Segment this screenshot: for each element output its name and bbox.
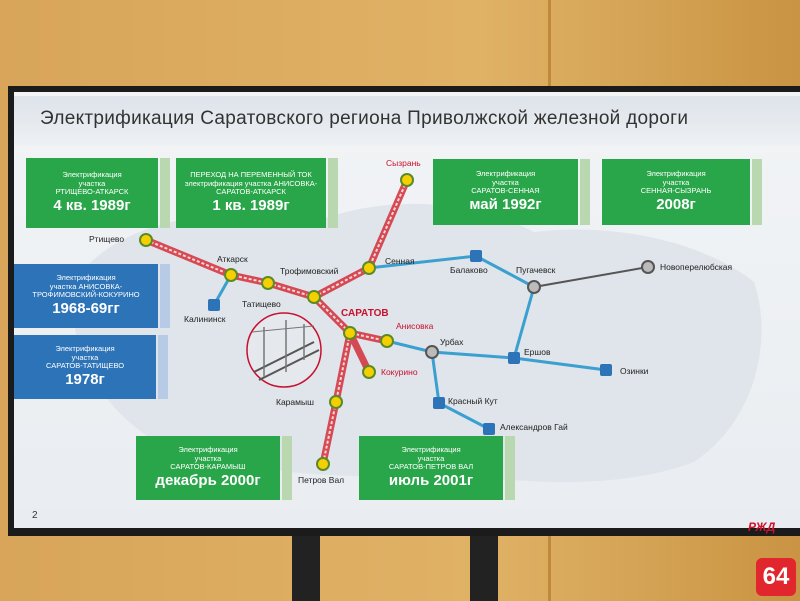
label-trofimovsky: Трофимовский <box>280 266 339 276</box>
info-box-saratov-sennaya: Электрификация участка САРАТОВ-СЕННАЯ ма… <box>433 159 590 225</box>
label-petrov-val: Петров Вал <box>298 475 345 485</box>
label-krasny-kut: Красный Кут <box>448 396 498 406</box>
label-kokurino: Кокурино <box>381 367 418 377</box>
info-box-sennaya-syzran: Электрификация участка СЕННАЯ-СЫЗРАНЬ 20… <box>602 159 762 225</box>
label-rtishchevo: Ртищево <box>89 234 125 244</box>
label-balakovo: Балаково <box>450 265 488 275</box>
station-dot-saratov <box>343 326 357 340</box>
station-dot-syzran <box>400 173 414 187</box>
station-dot-novoperelyubskaya <box>641 260 655 274</box>
slide-title: Электрификация Саратовского региона Прив… <box>40 108 689 129</box>
label-kalininsk: Калининск <box>184 314 226 324</box>
info-box-rtishchevo-atkarsk: Электрификация участка РТИЩЕВО-АТКАРСК 4… <box>26 158 170 228</box>
station-dot-ozinki <box>600 364 612 376</box>
station-dot-balakovo <box>470 250 482 262</box>
label-urbakh: Урбах <box>440 337 464 347</box>
line-novoperelyubskaya <box>533 266 649 288</box>
station-dot-kalininsk <box>208 299 220 311</box>
info-box-saratov-karamysh: Электрификация участка САРАТОВ-КАРАМЫШ д… <box>136 436 292 500</box>
label-sennaya: Сенная <box>385 256 415 266</box>
monitor-stand-right <box>470 536 498 601</box>
station-dot-petrov-val <box>316 457 330 471</box>
label-ershov: Ершов <box>524 347 551 357</box>
station-dot-sennaya <box>362 261 376 275</box>
station-dot-karamysh <box>329 395 343 409</box>
station-dot-pugachevsk <box>527 280 541 294</box>
label-anisovka: Анисовка <box>396 321 434 331</box>
station-dot-trofimovsky <box>307 290 321 304</box>
station-dot-aleksandrov-gai <box>483 423 495 435</box>
train-photo-circle-icon <box>246 312 322 388</box>
label-tatishchevo: Татищево <box>242 299 281 309</box>
station-markers <box>139 173 655 471</box>
station-dot-tatishchevo <box>261 276 275 290</box>
header-band <box>14 96 800 146</box>
station-dot-anisovka <box>380 334 394 348</box>
info-box-anisovka-atkarsk: ПЕРЕХОД НА ПЕРЕМЕННЫЙ ТОК электрификация… <box>176 158 338 228</box>
info-box-saratov-petrov-val: Электрификация участка САРАТОВ-ПЕТРОВ ВА… <box>359 436 515 500</box>
label-novoperelyubskaya: Новоперелюбская <box>660 262 733 272</box>
info-box-saratov-tatishchevo: Электрификация участка САРАТОВ-ТАТИЩЕВО … <box>14 335 168 399</box>
region-map-silhouette <box>72 203 762 482</box>
badge-64: 64 <box>756 558 796 596</box>
label-ozinki: Озинки <box>620 366 649 376</box>
rzd-logo: РЖД <box>748 520 776 534</box>
station-dot-urbakh <box>425 345 439 359</box>
label-atkarsk: Аткарск <box>217 254 248 264</box>
label-saratov: САРАТОВ <box>341 308 389 319</box>
station-dot-krasny-kut <box>433 397 445 409</box>
railway-network <box>139 173 655 471</box>
station-dot-rtishchevo <box>139 233 153 247</box>
station-dot-ershov <box>508 352 520 364</box>
page-number: 2 <box>32 510 38 521</box>
monitor-stand-left <box>292 536 320 601</box>
station-dot-kokurino <box>362 365 376 379</box>
station-dot-atkarsk <box>224 268 238 282</box>
info-box-anisovka-kokurino: Электрификация участка АНИСОВКА- ТРОФИМО… <box>14 264 170 328</box>
slide: Электрификация Саратовского региона Прив… <box>14 92 800 528</box>
label-aleksandrov-gai: Александров Гай <box>500 422 568 432</box>
label-syzran: Сызрань <box>386 158 421 168</box>
label-karamysh: Карамыш <box>276 397 314 407</box>
label-pugachevsk: Пугачевск <box>516 265 556 275</box>
